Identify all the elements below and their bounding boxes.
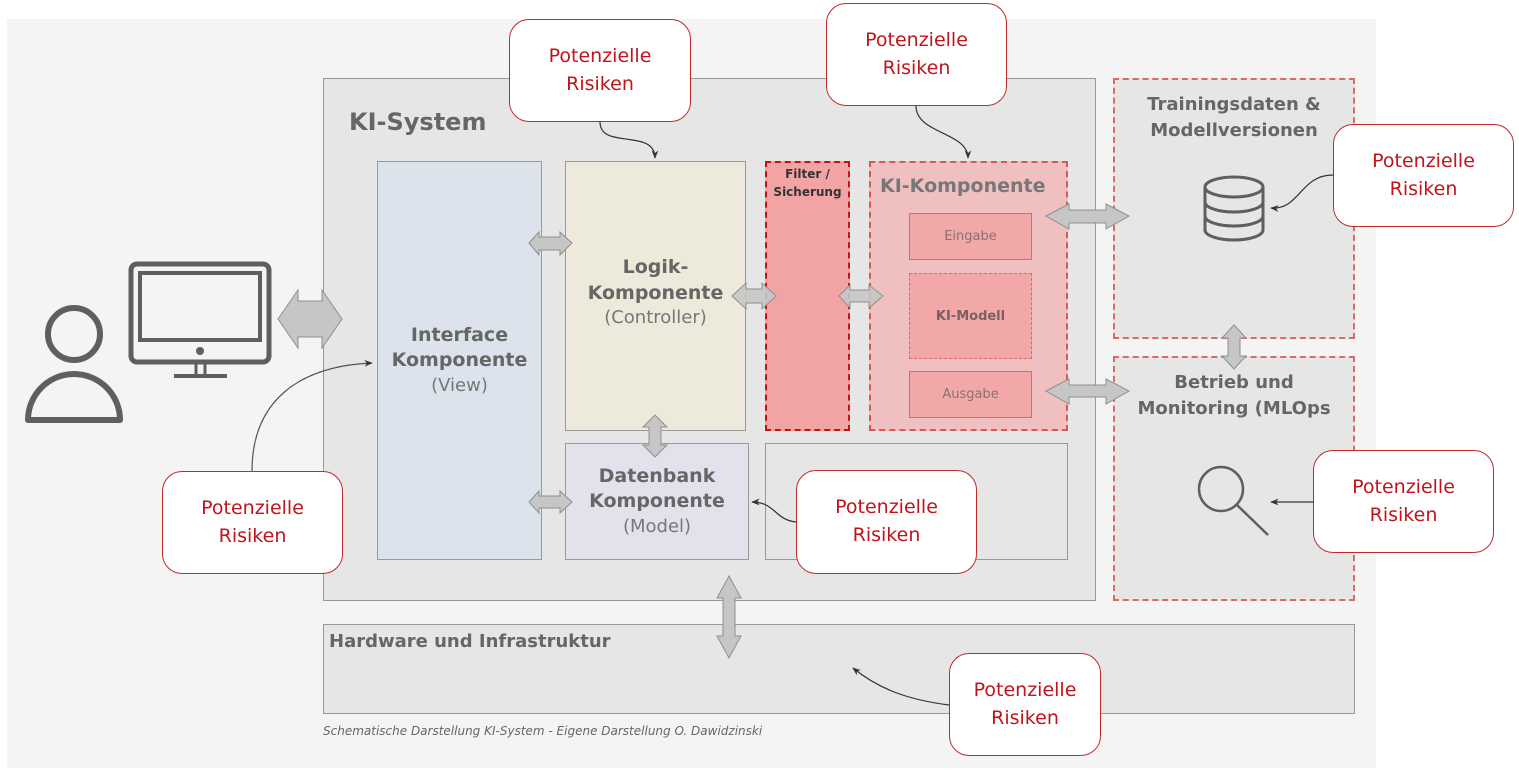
callout-text-2: Risiken	[218, 524, 287, 547]
ki-system-title: KI-System	[349, 108, 487, 136]
callout-text-1: Potenzielle	[973, 678, 1077, 701]
betrieb-title-1: Betrieb und	[1174, 372, 1294, 393]
monitor-icon	[128, 261, 272, 378]
logik-title-1: Logik-	[622, 256, 689, 278]
arrow-system-hardware	[716, 574, 742, 660]
callout-text-1: Potenzielle	[835, 496, 938, 519]
callout-text-1: Potenzielle	[1352, 475, 1455, 498]
connector-logik	[599, 121, 659, 159]
training-data-box: Trainingsdaten & Modellversionen	[1113, 78, 1355, 339]
logik-subtitle: (Controller)	[604, 307, 707, 329]
caption: Schematische Darstellung KI-System - Eig…	[323, 724, 763, 738]
connector-interface	[251, 359, 373, 472]
arrow-interface-logik	[528, 230, 573, 257]
callout-text-2: Risiken	[1369, 503, 1438, 526]
database-icon	[1203, 175, 1265, 242]
arrow-user-system	[277, 288, 343, 350]
magnifier-icon	[1197, 465, 1269, 536]
callout-text-2: Risiken	[566, 72, 634, 95]
ki-komponente: KI-Komponente Eingabe KI-Modell Ausgabe	[869, 161, 1068, 431]
user-icon	[25, 305, 123, 423]
callout-text-1: Potenzielle	[865, 28, 968, 51]
hardware-box: Hardware und Infrastruktur	[323, 624, 1355, 714]
training-title-1: Trainingsdaten &	[1147, 94, 1321, 115]
eingabe-box: Eingabe	[909, 213, 1032, 260]
ausgabe-box: Ausgabe	[909, 371, 1032, 418]
logik-title-2: Komponente	[587, 281, 724, 304]
interface-title-2: Komponente	[391, 349, 528, 372]
callout-text-2: Risiken	[882, 56, 951, 79]
connector-hardware	[852, 667, 950, 706]
filter-label-1: Filter /	[785, 167, 830, 181]
connector-training	[1270, 174, 1334, 212]
interface-subtitle: (View)	[431, 374, 488, 396]
betrieb-title-2: Monitoring (MLOps	[1137, 398, 1331, 420]
interface-title-1: Interface	[410, 323, 509, 346]
arrow-interface-datenbank	[528, 489, 573, 515]
hardware-title: Hardware und Infrastruktur	[329, 631, 611, 652]
connector-datenbank	[751, 498, 797, 523]
callout-text-1: Potenzielle	[548, 44, 652, 67]
callout-text-1: Potenzielle	[201, 496, 304, 519]
arrow-ki-training	[1044, 203, 1131, 230]
interface-component: Interface Komponente (View)	[377, 161, 542, 560]
training-title-2: Modellversionen	[1150, 120, 1318, 142]
arrow-logik-filter	[731, 281, 777, 311]
datenbank-title-2: Komponente	[589, 490, 725, 513]
filter-label-2: Sicherung	[773, 185, 842, 199]
datenbank-subtitle: (Model)	[622, 515, 692, 537]
callout-text-1: Potenzielle	[1372, 149, 1475, 172]
arrow-logik-datenbank	[641, 414, 669, 458]
callout-text-2: Risiken	[852, 524, 921, 546]
arrow-training-betrieb	[1220, 324, 1248, 370]
callout-text-2: Risiken	[991, 706, 1059, 729]
connector-ki	[915, 105, 972, 159]
betrieb-monitoring-box: Betrieb und Monitoring (MLOps	[1113, 356, 1355, 601]
ki-komponente-title: KI-Komponente	[880, 175, 1046, 197]
datenbank-title-1: Datenbank	[598, 464, 716, 487]
arrow-ki-betrieb	[1044, 378, 1131, 405]
callout-text-2: Risiken	[1389, 177, 1458, 200]
arrow-filter-ki	[838, 283, 884, 310]
logik-component: Logik- Komponente (Controller)	[565, 161, 746, 431]
ki-modell-box: KI-Modell	[909, 273, 1032, 359]
datenbank-component: Datenbank Komponente (Model)	[565, 443, 749, 560]
